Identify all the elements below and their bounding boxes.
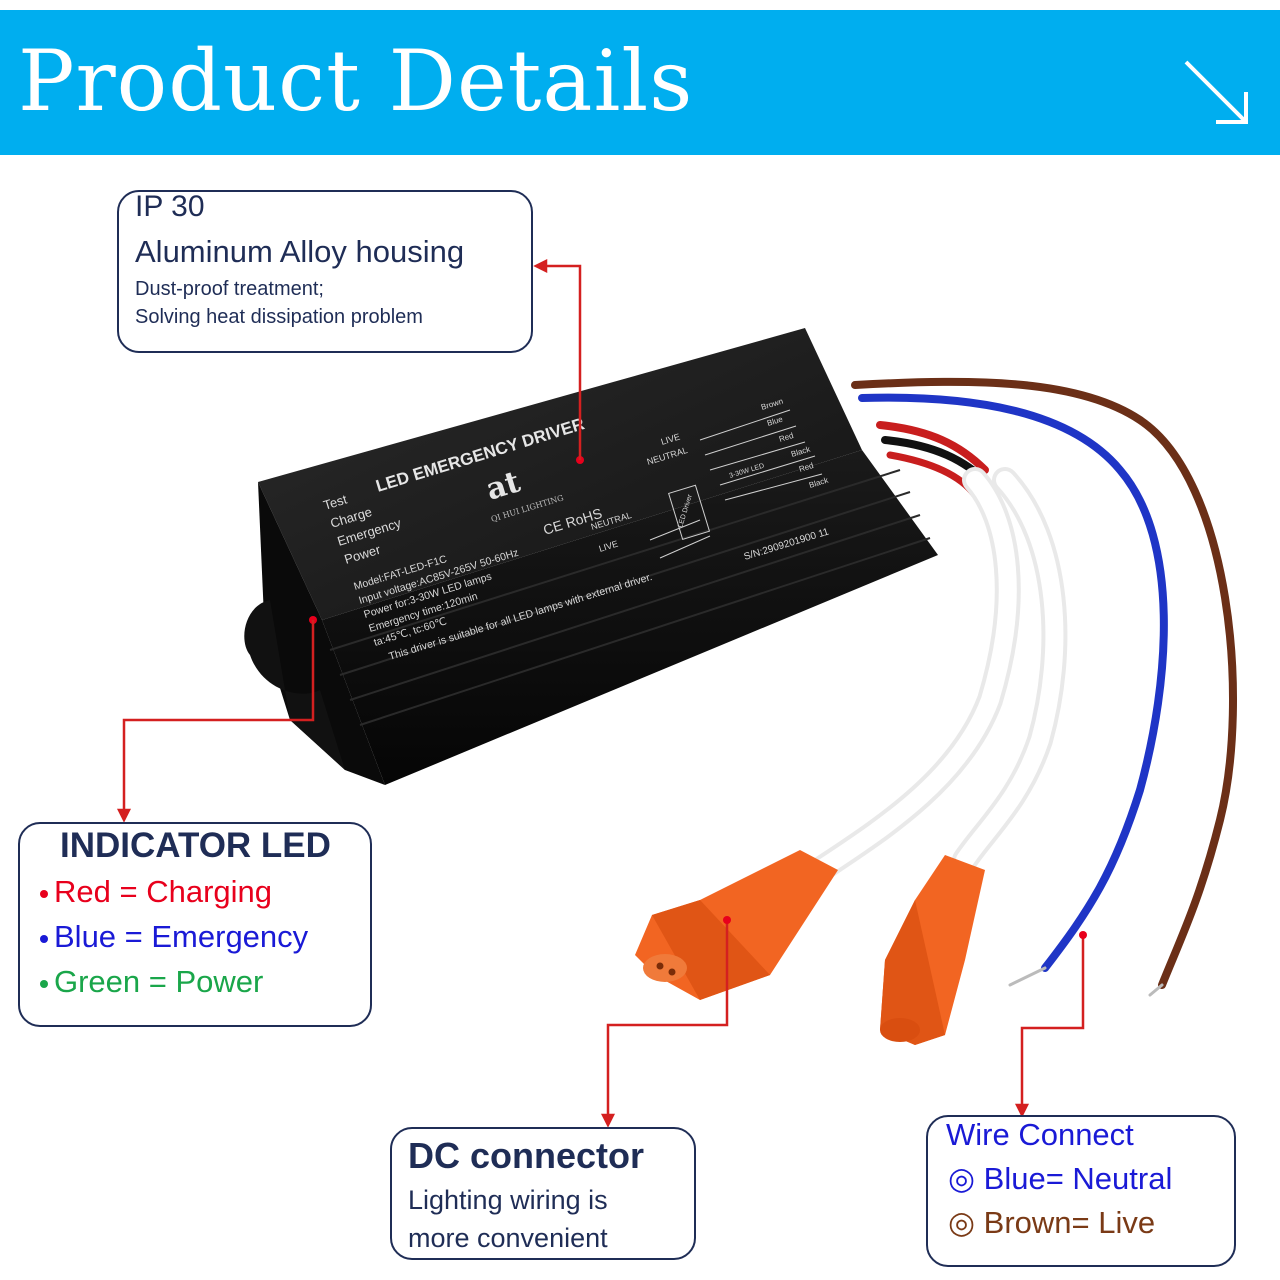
wire-blue: ◎ Blue= Neutral	[948, 1161, 1173, 1196]
header-banner: Product Details	[0, 10, 1280, 155]
wire-label-red-2: Red	[798, 461, 815, 474]
indicator-green-label: Green = Power	[54, 964, 264, 999]
dc-title: DC connector	[408, 1135, 645, 1176]
indicator-blue-label: Blue = Emergency	[54, 919, 309, 954]
housing-line-1: Dust-proof treatment;	[135, 278, 324, 300]
page-title: Product Details	[18, 32, 694, 130]
red-dot-icon	[40, 889, 48, 898]
housing-title: Aluminum Alloy housing	[135, 234, 465, 269]
dc-line-1: Lighting wiring is	[408, 1185, 608, 1215]
driver-box: LED EMERGENCY DRIVER at QI HUI LIGHTING …	[244, 328, 938, 785]
wire-label-red: Red	[778, 431, 795, 444]
indicator-red-label: Red = Charging	[54, 874, 272, 909]
ip-rating: IP 30	[135, 190, 205, 223]
housing-line-2: Solving heat dissipation problem	[135, 306, 423, 328]
indicator-green: Green = Power	[40, 964, 263, 1000]
wires	[807, 377, 1237, 997]
wire-title: Wire Connect	[946, 1117, 1134, 1152]
indicator-red: Red = Charging	[40, 874, 272, 910]
green-dot-icon	[40, 979, 48, 988]
wire-brown: ◎ Brown= Live	[948, 1205, 1156, 1240]
wiring-diagram	[649, 409, 823, 559]
callout-dc-connector: DC connector Lighting wiring is more con…	[390, 1127, 696, 1260]
dc-connectors	[635, 850, 985, 1045]
callout-wire-connect: Wire Connect ◎ Blue= Neutral ◎ Brown= Li…	[926, 1115, 1236, 1267]
blue-dot-icon	[40, 934, 48, 943]
callout-housing: IP 30 Aluminum Alloy housing Dust-proof …	[117, 190, 533, 353]
indicator-blue: Blue = Emergency	[40, 919, 308, 955]
leader-lines	[116, 258, 1085, 1128]
dc-line-2: more convenient	[408, 1223, 608, 1253]
arrow-down-right-icon	[1184, 60, 1248, 124]
indicator-title: INDICATOR LED	[60, 826, 331, 865]
indicator-test: Test	[321, 491, 349, 512]
callout-indicator-led: INDICATOR LED Red = Charging Blue = Emer…	[18, 822, 372, 1027]
